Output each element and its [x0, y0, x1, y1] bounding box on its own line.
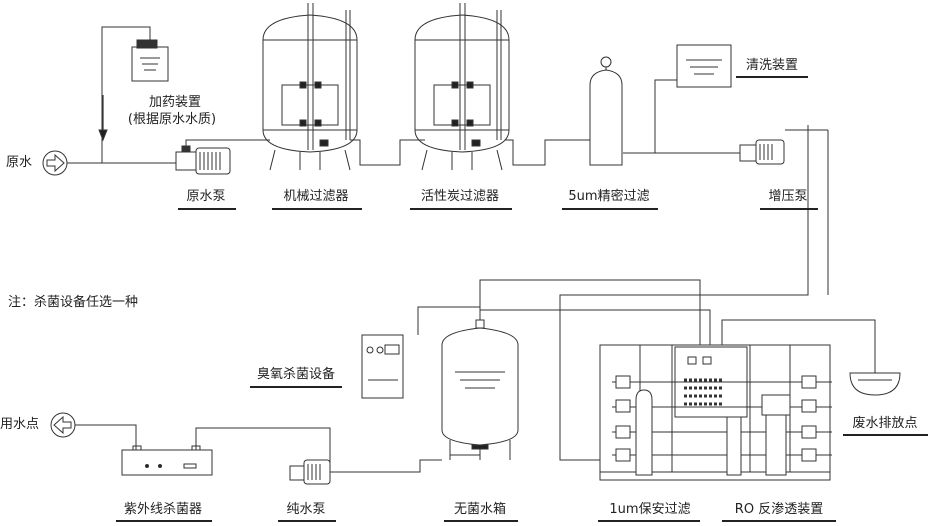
underline	[444, 520, 518, 522]
booster-pump-icon	[739, 139, 785, 165]
raw-water-pump-label: 原水泵	[186, 189, 226, 204]
pipes	[67, 26, 876, 473]
ozone-sterilizer-label: 臭氧杀菌设备	[256, 367, 336, 382]
underline	[272, 208, 362, 210]
underline	[760, 208, 818, 210]
security-filter-label: 1um保安过滤	[609, 502, 691, 517]
dosing-device-label: 加药装置	[148, 95, 202, 110]
ozone-sterilizer-icon	[361, 334, 404, 399]
activated-carbon-filter-label: 活性炭过滤器	[420, 189, 500, 204]
underline	[410, 208, 512, 210]
mechanical-filter-label: 机械过滤器	[283, 189, 349, 204]
pure-water-pump-icon	[289, 459, 331, 485]
sterile-water-tank-icon	[441, 319, 519, 460]
dosing-device-icon	[98, 39, 169, 142]
dosing-note-label: (根据原水水质)	[127, 112, 217, 127]
raw-water-label: 原水	[6, 155, 33, 170]
cleaning-device-label: 清洗装置	[745, 58, 799, 73]
underline	[178, 208, 236, 210]
raw-water-inlet-icon	[42, 150, 68, 176]
uv-sterilizer-label: 紫外线杀菌器	[123, 502, 203, 517]
uv-sterilizer-icon	[121, 445, 213, 476]
sterile-water-tank-label: 无菌水箱	[453, 502, 507, 517]
waste-outlet-icon	[849, 372, 901, 396]
water-use-point-icon	[50, 412, 76, 438]
pure-water-pump-label: 纯水泵	[286, 502, 326, 517]
underline	[598, 520, 700, 522]
precision-filter-label: 5um精密过滤	[568, 189, 650, 204]
underline	[278, 520, 336, 522]
ro-device-label: RO 反渗透装置	[734, 502, 824, 517]
waste-water-outlet-label: 废水排放点	[852, 416, 918, 431]
ro-device-icon	[599, 344, 832, 481]
underline	[116, 520, 212, 522]
sterilization-note: 注：杀菌设备任选一种	[8, 295, 139, 310]
underline	[562, 208, 658, 210]
underline	[250, 386, 342, 388]
cleaning-tank-icon	[676, 44, 732, 88]
underline	[722, 520, 836, 522]
precision-filter-icon	[589, 56, 623, 166]
water-use-point-label: 用水点	[0, 417, 40, 432]
raw-water-pump-icon	[175, 145, 231, 175]
underline	[736, 76, 808, 78]
booster-pump-label: 增压泵	[768, 189, 808, 204]
activated-carbon-filter-icon	[414, 3, 510, 171]
mechanical-filter-icon	[262, 3, 358, 171]
underline	[843, 434, 928, 436]
